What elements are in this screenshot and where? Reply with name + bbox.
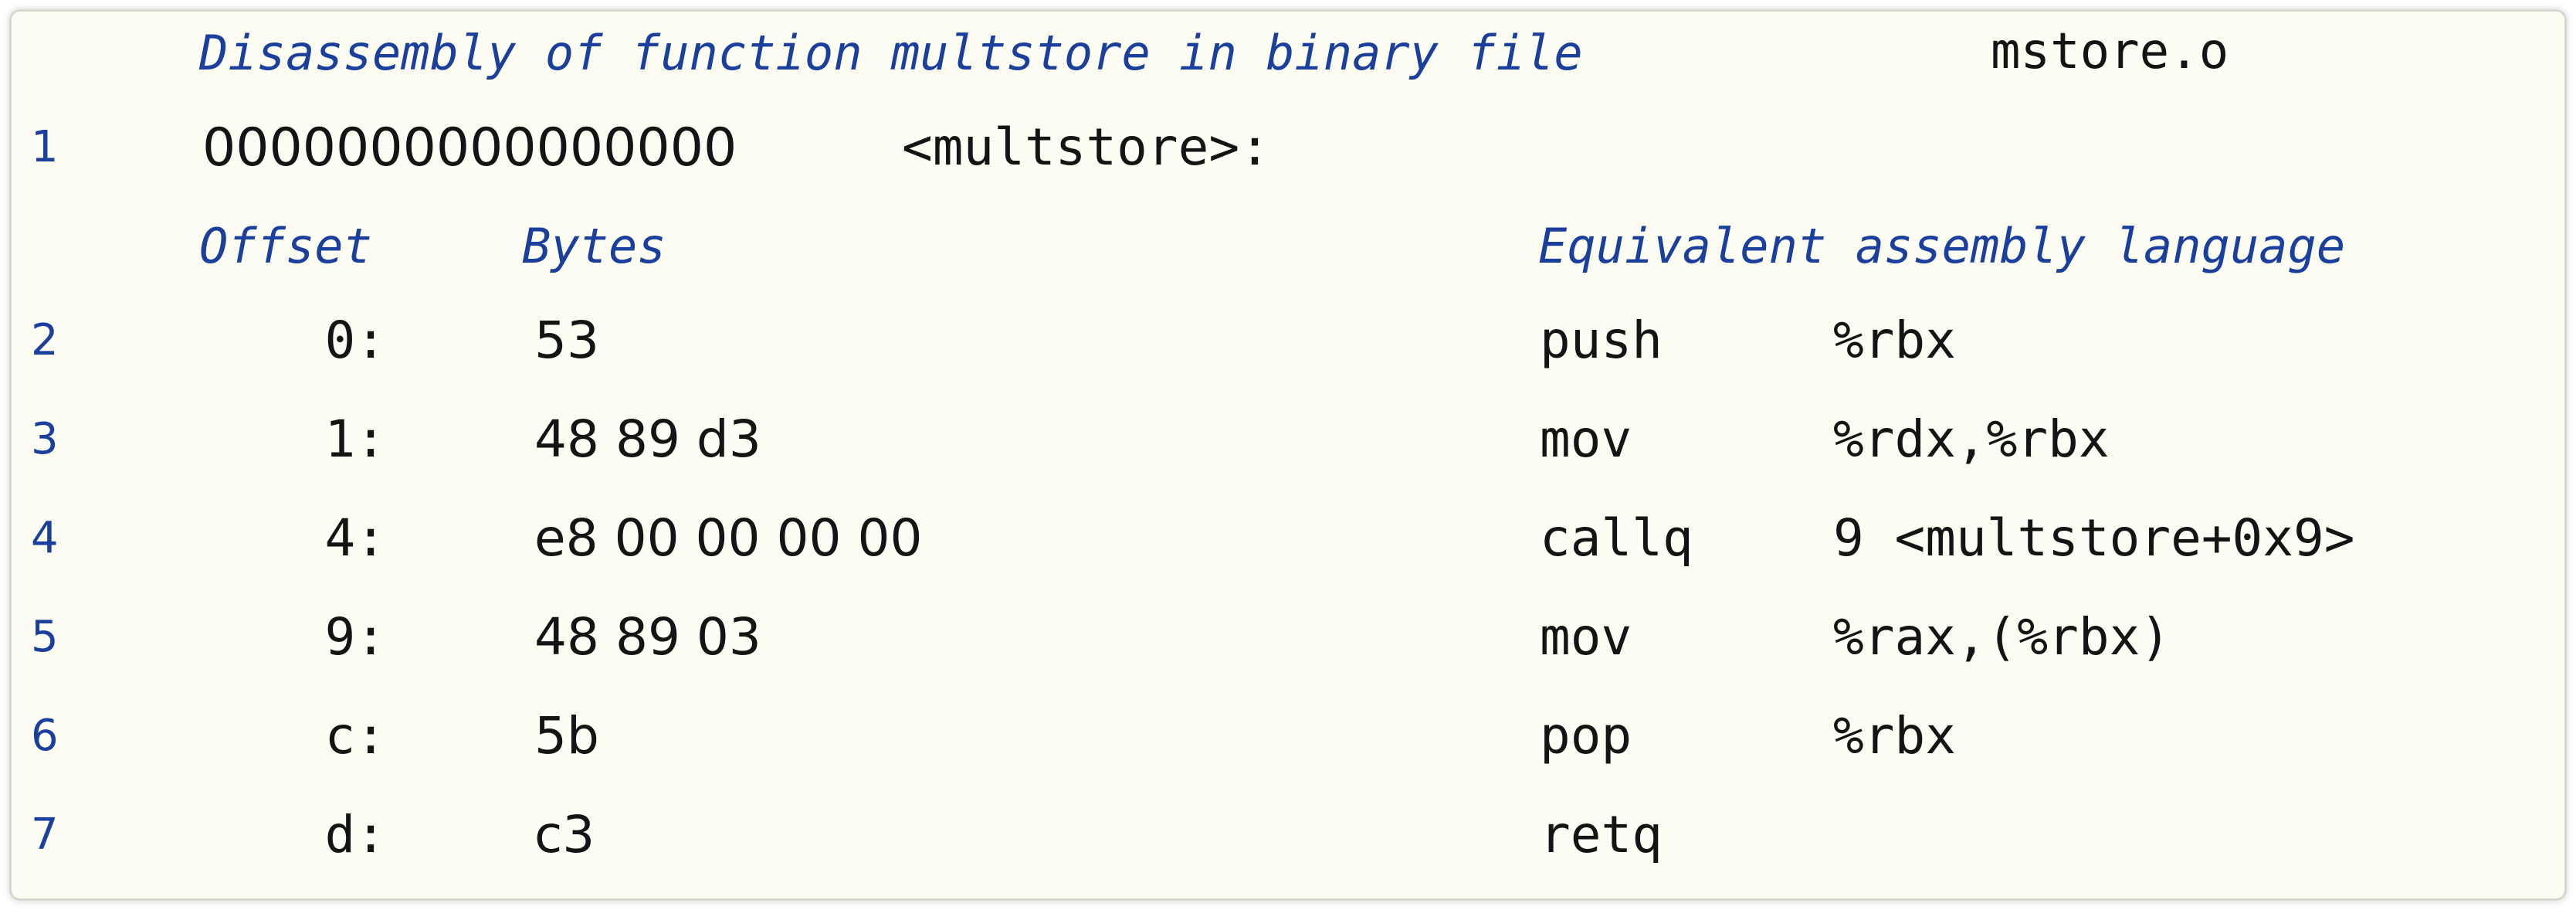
instruction-mnemonic: mov <box>1540 607 1632 667</box>
instruction-row: 2 0: 53 push %rbx <box>0 311 2576 396</box>
instruction-row: 6 c: 5b pop %rbx <box>0 706 2576 791</box>
line-number: 2 <box>31 315 59 365</box>
instruction-mnemonic: push <box>1540 311 1663 370</box>
instruction-bytes: 48 89 d3 <box>534 409 761 469</box>
line-number: 5 <box>31 612 59 662</box>
instruction-operands: %rdx,%rbx <box>1833 409 2110 469</box>
disassembly-listing-panel <box>9 9 2567 901</box>
instruction-offset: 4: <box>324 508 386 568</box>
column-header-bytes: Bytes <box>522 218 666 274</box>
instruction-operands: %rax,(%rbx) <box>1833 607 2171 667</box>
column-header-assembly: Equivalent assembly language <box>1538 218 2346 274</box>
instruction-offset: d: <box>324 805 386 864</box>
address-line-row: 1 0000000000000000 <multstore>: <box>0 117 2576 202</box>
instruction-bytes: e8 00 00 00 00 <box>534 508 923 568</box>
header-comment: Disassembly of function multstore in bin… <box>199 25 1583 81</box>
instruction-offset: 1: <box>324 409 386 469</box>
instruction-operands: %rbx <box>1833 311 1956 370</box>
instruction-offset: 0: <box>324 311 386 370</box>
line-number: 6 <box>31 711 59 761</box>
instruction-bytes: 5b <box>534 706 599 766</box>
instruction-row: 3 1: 48 89 d3 mov %rdx,%rbx <box>0 409 2576 494</box>
function-address: 0000000000000000 <box>202 117 737 178</box>
instruction-bytes: 53 <box>534 311 599 370</box>
instruction-mnemonic: mov <box>1540 409 1632 469</box>
instruction-offset: c: <box>324 706 386 766</box>
instruction-offset: 9: <box>324 607 386 667</box>
instruction-bytes: c3 <box>534 805 595 864</box>
line-number: 1 <box>31 122 59 172</box>
instruction-bytes: 48 89 03 <box>534 607 761 667</box>
instruction-mnemonic: pop <box>1540 706 1632 766</box>
instruction-mnemonic: retq <box>1540 805 1663 864</box>
header-filename: mstore.o <box>1991 23 2229 80</box>
column-header-offset: Offset <box>199 218 372 274</box>
instruction-mnemonic: callq <box>1540 508 1693 568</box>
instruction-row: 4 4: e8 00 00 00 00 callq 9 <multstore+0… <box>0 508 2576 593</box>
instruction-row: 5 9: 48 89 03 mov %rax,(%rbx) <box>0 607 2576 692</box>
function-label: <multstore>: <box>902 117 1270 177</box>
line-number: 3 <box>31 414 59 464</box>
instruction-operands: %rbx <box>1833 706 1956 766</box>
line-number: 7 <box>31 810 59 860</box>
instruction-row: 7 d: c3 retq <box>0 805 2576 890</box>
line-number: 4 <box>31 513 59 563</box>
instruction-operands: 9 <multstore+0x9> <box>1833 508 2355 568</box>
column-header-row: Offset Bytes Equivalent assembly languag… <box>0 218 2576 303</box>
header-comment-row: Disassembly of function multstore in bin… <box>0 23 2576 110</box>
